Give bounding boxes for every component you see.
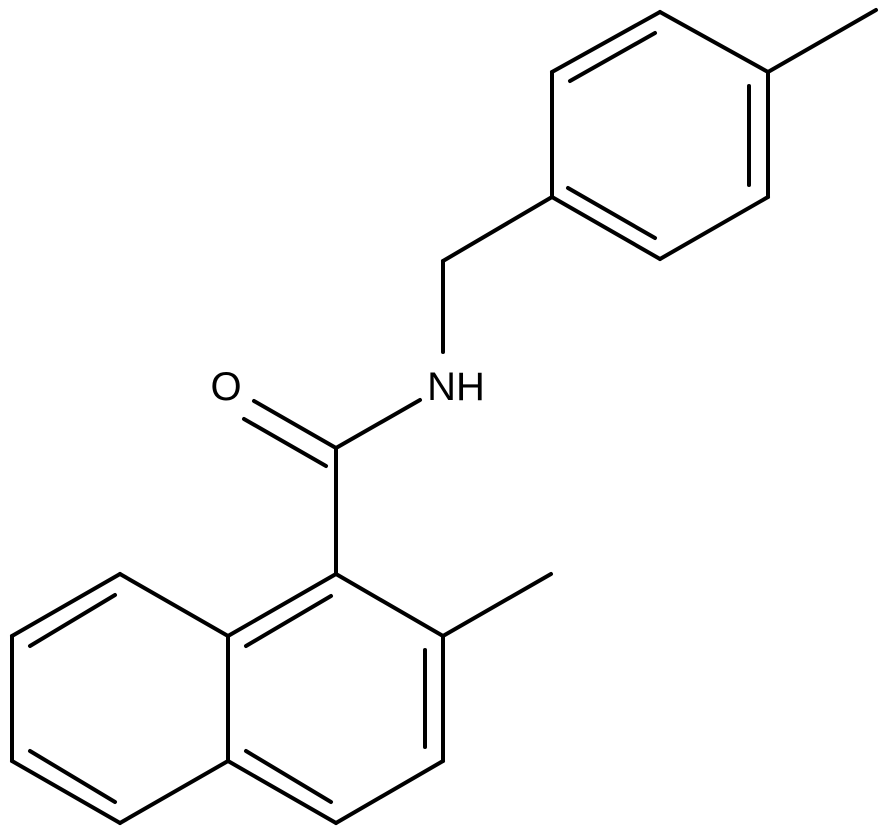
bond-carbonyl-o-1 bbox=[252, 399, 338, 450]
bond-tolyl-methyl bbox=[766, 8, 878, 74]
bond-c3-c4 bbox=[334, 759, 445, 825]
bond-tolyl-inner-2 bbox=[566, 186, 657, 240]
atom-label-oxygen: O bbox=[210, 365, 241, 409]
bond-c6-c5 bbox=[10, 759, 122, 825]
bond-ring-ch2 bbox=[441, 195, 554, 263]
bond-tolyl-inner-1 bbox=[568, 31, 657, 83]
bond-c5-c4a bbox=[118, 759, 230, 825]
bond-c2-methyl bbox=[441, 572, 553, 638]
bond-c8-c7-inner bbox=[28, 593, 117, 648]
bond-c4-c4a-inner bbox=[244, 749, 333, 804]
bond-tolyl-ring-4 bbox=[550, 195, 662, 261]
atom-label-nh: NH bbox=[427, 365, 485, 409]
bond-c8-c7 bbox=[10, 572, 122, 638]
bond-carbonyl-o-2 bbox=[242, 417, 328, 468]
bond-c4-c4a bbox=[226, 759, 338, 825]
bond-nh-carbonyl bbox=[334, 398, 422, 450]
bond-tolyl-ring-5 bbox=[658, 195, 770, 261]
bond-tolyl-ring-2 bbox=[550, 10, 662, 74]
bond-c8a-c1 bbox=[226, 572, 338, 638]
bond-c6-c5-inner bbox=[28, 749, 117, 804]
bond-c8a-c8 bbox=[118, 572, 230, 638]
bond-c1-c2 bbox=[334, 572, 445, 638]
bond-tolyl-ring-1 bbox=[658, 10, 770, 74]
bond-c8a-c1-inner bbox=[244, 594, 333, 648]
